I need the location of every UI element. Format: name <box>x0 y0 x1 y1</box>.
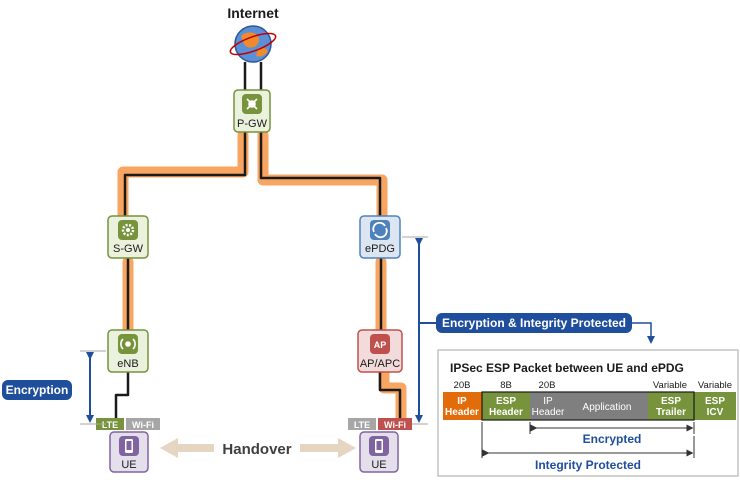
radio-tags-right: LTE Wi-Fi <box>348 418 412 430</box>
pgw-label: P-GW <box>237 118 268 130</box>
field-esp-icv <box>694 392 736 420</box>
sgw-label: S-GW <box>113 243 144 255</box>
ip-header-line1: IP <box>457 396 467 407</box>
esp-icv-line1: ESP <box>705 396 725 407</box>
ue-left-label: UE <box>121 459 136 471</box>
internet-title: Internet <box>227 5 279 21</box>
esp-packet-panel: IPSec ESP Packet between UE and ePDG 20B… <box>437 349 739 477</box>
application-label: Application <box>583 402 632 413</box>
size-ip-header: 20B <box>454 380 471 391</box>
size-esp-trailer: Variable <box>653 380 687 391</box>
size-esp-icv: Variable <box>698 380 732 391</box>
ap-label: AP/APC <box>360 358 400 370</box>
sync-icon <box>372 221 388 239</box>
encrypted-label: Encrypted <box>583 432 642 446</box>
ue-left-node[interactable]: UE <box>109 431 149 473</box>
encryption-range: Encryption <box>2 350 106 425</box>
pgw-node[interactable]: P-GW <box>233 89 271 133</box>
right-lte-tag: LTE <box>354 420 370 430</box>
packet-title: IPSec ESP Packet between UE and ePDG <box>450 361 684 375</box>
handover-arrow: Handover <box>160 437 356 459</box>
field-inner-ip <box>530 392 566 420</box>
enc-integrity-range: Encryption & Integrity Protected <box>402 236 655 425</box>
field-ip-header <box>443 392 482 420</box>
left-lte-tag: LTE <box>102 420 118 430</box>
right-wifi-tag: Wi-Fi <box>384 420 406 430</box>
inner-ip-line2: Header <box>532 407 565 418</box>
inner-ip-line1: IP <box>543 396 553 407</box>
ue-right-node[interactable]: UE <box>359 431 399 473</box>
esp-header-line2: Header <box>489 407 523 418</box>
router-icon <box>246 98 258 110</box>
globe-icon <box>229 25 277 63</box>
field-esp-header <box>482 392 530 420</box>
ap-node[interactable]: AP AP/APC <box>357 329 403 373</box>
antenna-icon <box>120 338 136 350</box>
ap-badge: AP <box>374 340 387 350</box>
ue-right-label: UE <box>371 459 386 471</box>
size-esp-header: 8B <box>500 380 512 391</box>
integrity-label: Integrity Protected <box>535 458 641 472</box>
field-esp-trailer <box>648 392 694 420</box>
esp-icv-line2: ICV <box>707 407 724 418</box>
radio-tags-left: LTE Wi-Fi <box>96 418 160 430</box>
sgw-node[interactable]: S-GW <box>107 215 149 259</box>
phone-icon <box>375 439 383 453</box>
left-wifi-tag: Wi-Fi <box>132 420 154 430</box>
size-inner-ip: 20B <box>539 380 556 391</box>
epdg-node[interactable]: ePDG <box>359 215 401 259</box>
phone-icon <box>125 439 133 453</box>
esp-header-line1: ESP <box>496 396 516 407</box>
encryption-label: Encryption <box>6 383 69 397</box>
enb-label: eNB <box>117 358 138 370</box>
enc-integrity-label: Encryption & Integrity Protected <box>442 316 626 330</box>
ip-header-line2: Header <box>445 407 479 418</box>
enb-node[interactable]: eNB <box>107 329 149 373</box>
handover-label: Handover <box>222 441 291 458</box>
esp-trailer-line1: ESP <box>661 396 681 407</box>
field-application <box>566 392 648 420</box>
esp-trailer-line2: Trailer <box>656 407 686 418</box>
gear-icon <box>121 223 135 237</box>
network-links <box>114 62 402 418</box>
epdg-label: ePDG <box>365 243 395 255</box>
